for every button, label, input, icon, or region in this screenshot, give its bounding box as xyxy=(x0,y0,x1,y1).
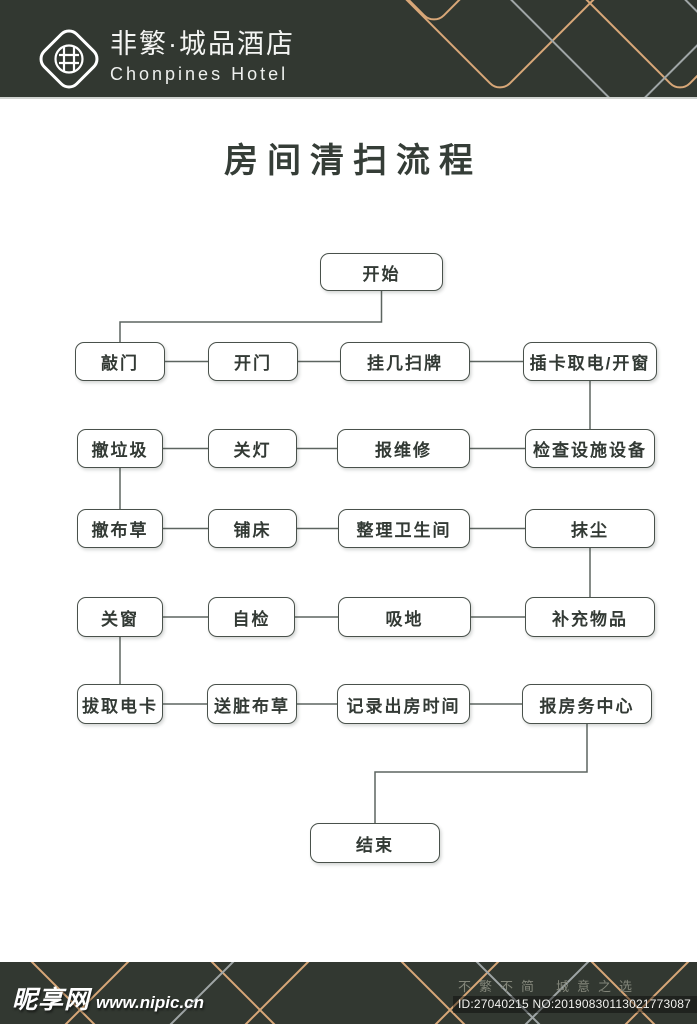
flow-node-insert-card-open-window: 插卡取电/开窗 xyxy=(523,342,657,381)
footer: 不繁不简城意之选 ID:27040215 NO:2019083011302177… xyxy=(0,962,697,1024)
flow-node-open-door: 开门 xyxy=(208,342,298,381)
tagline-part-2: 城意之选 xyxy=(555,979,640,994)
header: 非繁·城品酒店 Chonpines Hotel xyxy=(0,0,697,99)
flow-node-remove-power-card: 拔取电卡 xyxy=(77,684,163,724)
watermark-site-url: www.nipic.cn xyxy=(96,993,205,1012)
flow-node-send-dirty-linen: 送脏布草 xyxy=(207,684,297,724)
tagline-part-1: 不繁不简 xyxy=(457,979,542,994)
flow-node-hang-cleaning-sign: 挂几扫牌 xyxy=(340,342,470,381)
hotel-logo-icon xyxy=(39,29,99,89)
footer-deco-lines-icon xyxy=(30,962,690,1024)
flow-node-turn-off-lights: 关灯 xyxy=(208,429,297,468)
flow-node-report-housekeeping-center: 报房务中心 xyxy=(522,684,652,724)
flow-node-clean-bathroom: 整理卫生间 xyxy=(338,509,470,548)
image-id-bar: ID:27040215 NO:20190830113021773087 xyxy=(453,996,697,1013)
flow-node-check-facilities: 检查设施设备 xyxy=(525,429,655,468)
flow-node-close-window: 关窗 xyxy=(77,597,163,637)
flow-node-make-bed: 铺床 xyxy=(208,509,297,548)
flow-node-replenish-supplies: 补充物品 xyxy=(525,597,655,637)
flow-node-report-maintenance: 报维修 xyxy=(337,429,470,468)
flow-node-remove-linen: 撤布草 xyxy=(77,509,163,548)
page-title: 房间清扫流程 xyxy=(224,142,482,180)
footer-tagline: 不繁不简城意之选 xyxy=(458,976,640,995)
header-deco-lines-icon xyxy=(377,0,697,97)
brand-name-en: Chonpines Hotel xyxy=(110,63,289,84)
brand-name-cn: 非繁·城品酒店 xyxy=(110,29,295,59)
watermark-site-name: 昵享网 xyxy=(12,986,91,1014)
nipic-watermark: 昵享网 www.nipic.cn xyxy=(12,980,204,1016)
brand-block: 非繁·城品酒店 Chonpines Hotel xyxy=(110,29,295,85)
flow-node-dusting: 抹尘 xyxy=(525,509,655,548)
flow-node-self-check: 自检 xyxy=(208,597,295,637)
flow-node-vacuum-floor: 吸地 xyxy=(338,597,471,637)
flow-node-remove-trash: 撤垃圾 xyxy=(77,429,163,468)
flow-node-end: 结束 xyxy=(310,823,440,863)
flow-node-record-checkout-time: 记录出房时间 xyxy=(337,684,470,724)
flow-node-start: 开始 xyxy=(320,253,443,291)
flow-node-knock-door: 敲门 xyxy=(75,342,165,381)
